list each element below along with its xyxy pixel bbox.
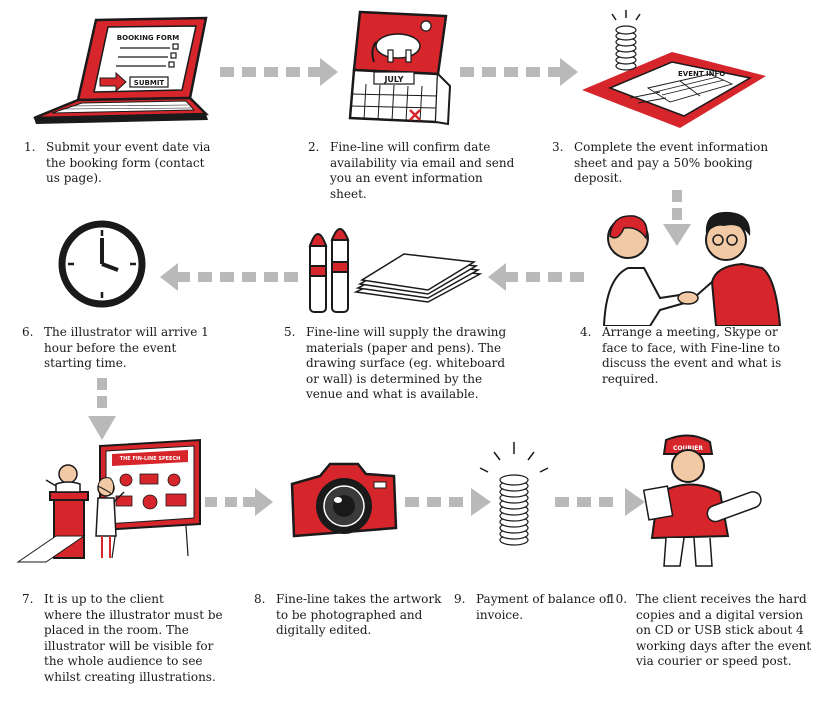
courier-icon: COURIER <box>642 434 762 567</box>
pens-and-paper-icon <box>308 228 483 313</box>
step-number: 2. <box>308 140 320 154</box>
arrow-8-to-9 <box>405 488 491 516</box>
arrow-3-to-4 <box>663 190 691 246</box>
arrow-6-to-7 <box>88 378 116 440</box>
event-info-label: EVENT INFO <box>678 70 725 78</box>
step-number: 3. <box>552 140 564 154</box>
step-number: 4. <box>580 325 592 339</box>
arrow-4-to-5 <box>488 263 584 291</box>
step-text: Arrange a meeting, Skype or face to face… <box>602 325 782 386</box>
step-text: Complete the event information sheet and… <box>574 140 769 185</box>
booking-form-label: BOOKING FORM <box>117 34 179 42</box>
step-number: 1. <box>24 140 36 154</box>
arrow-2-to-3 <box>460 58 578 86</box>
handshake-icon <box>602 211 782 326</box>
arrow-7-to-8 <box>205 488 273 516</box>
board-title-label: THE FIN-LINE SPEECH <box>120 456 181 462</box>
step-text: The illustrator will arrive 1 hour befor… <box>44 325 209 370</box>
step-text: Fine-line will supply the drawing materi… <box>306 325 507 401</box>
arrow-1-to-2 <box>220 58 338 86</box>
step-number: 9. <box>454 592 466 606</box>
submit-button-label: SUBMIT <box>134 79 165 87</box>
step-number: 5. <box>284 325 296 339</box>
clock-icon <box>58 220 146 308</box>
step-number: 8. <box>254 592 266 606</box>
step-number: 7. <box>22 592 34 606</box>
step-number: 10. <box>608 592 628 606</box>
step-text: Fine-line will confirm date availability… <box>330 140 515 201</box>
calendar-icon: JULY <box>348 10 452 126</box>
step-text: It is up to the client where the illustr… <box>44 592 223 684</box>
coin-stack-icon <box>479 442 549 546</box>
step-text: Submit your event date via the booking f… <box>46 140 211 185</box>
laptop-booking-form-icon: BOOKING FORM SUBMIT <box>33 16 209 124</box>
arrow-5-to-6 <box>160 263 298 291</box>
step-text: Payment of balance of invoice. <box>476 592 611 622</box>
coins-and-form-icon: EVENT INFO <box>582 10 766 128</box>
arrow-9-to-10 <box>555 488 645 516</box>
july-label: JULY <box>383 75 403 84</box>
step-text: The client receives the hard copies and … <box>636 592 812 668</box>
courier-cap-label: COURIER <box>673 445 703 452</box>
step-text: Fine-line takes the artwork to be photog… <box>276 592 442 637</box>
illustrator-at-board-icon: THE FIN-LINE SPEECH <box>16 438 201 563</box>
step-number: 6. <box>22 325 34 339</box>
camera-icon <box>290 462 398 538</box>
